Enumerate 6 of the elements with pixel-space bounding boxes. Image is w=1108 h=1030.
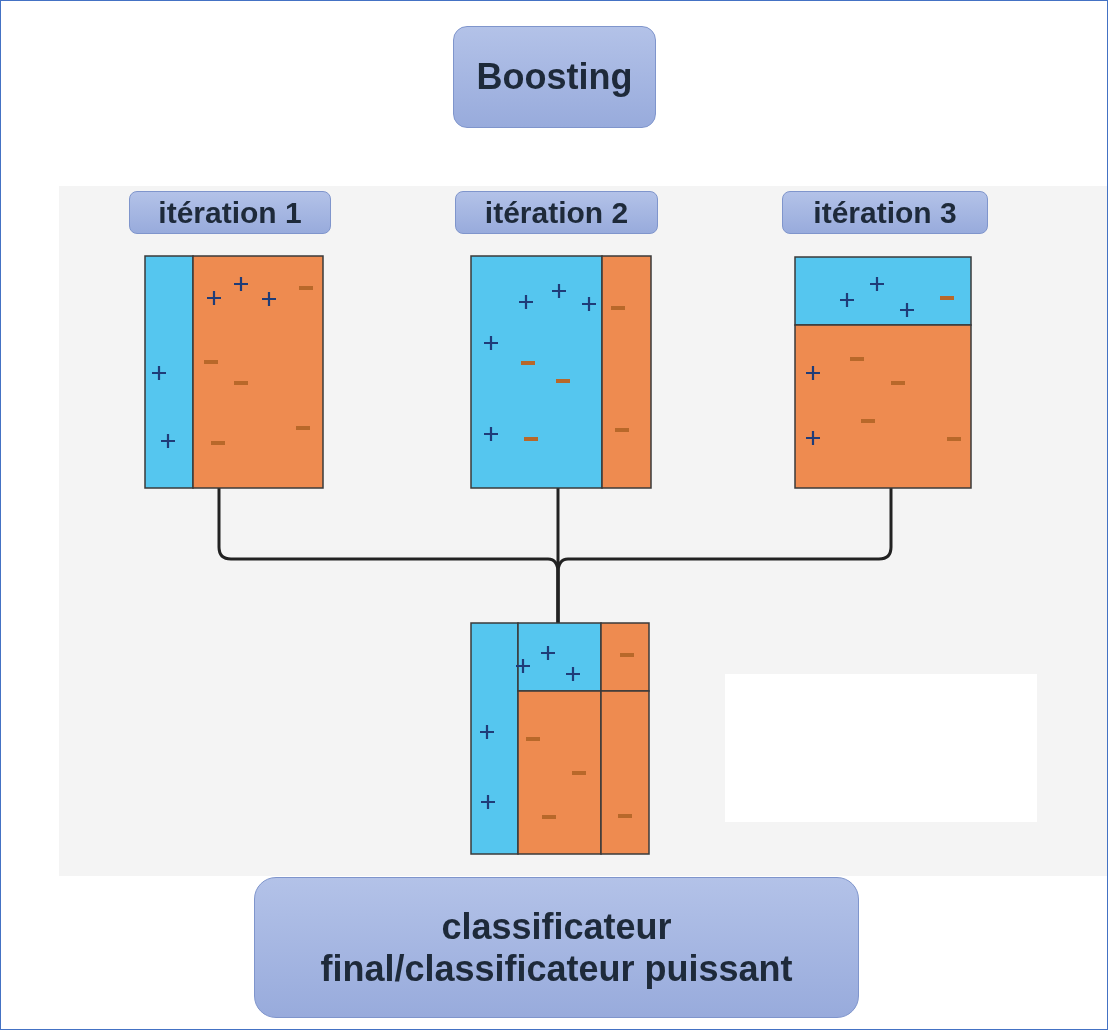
brace-connector	[556, 488, 893, 623]
iteration-label: itération 2	[455, 191, 658, 234]
title-box: Boosting	[453, 26, 656, 128]
iteration-label: itération 1	[129, 191, 331, 234]
iteration-label: itération 3	[782, 191, 988, 234]
result-box: classificateur final/classificateur puissant	[254, 877, 859, 1018]
